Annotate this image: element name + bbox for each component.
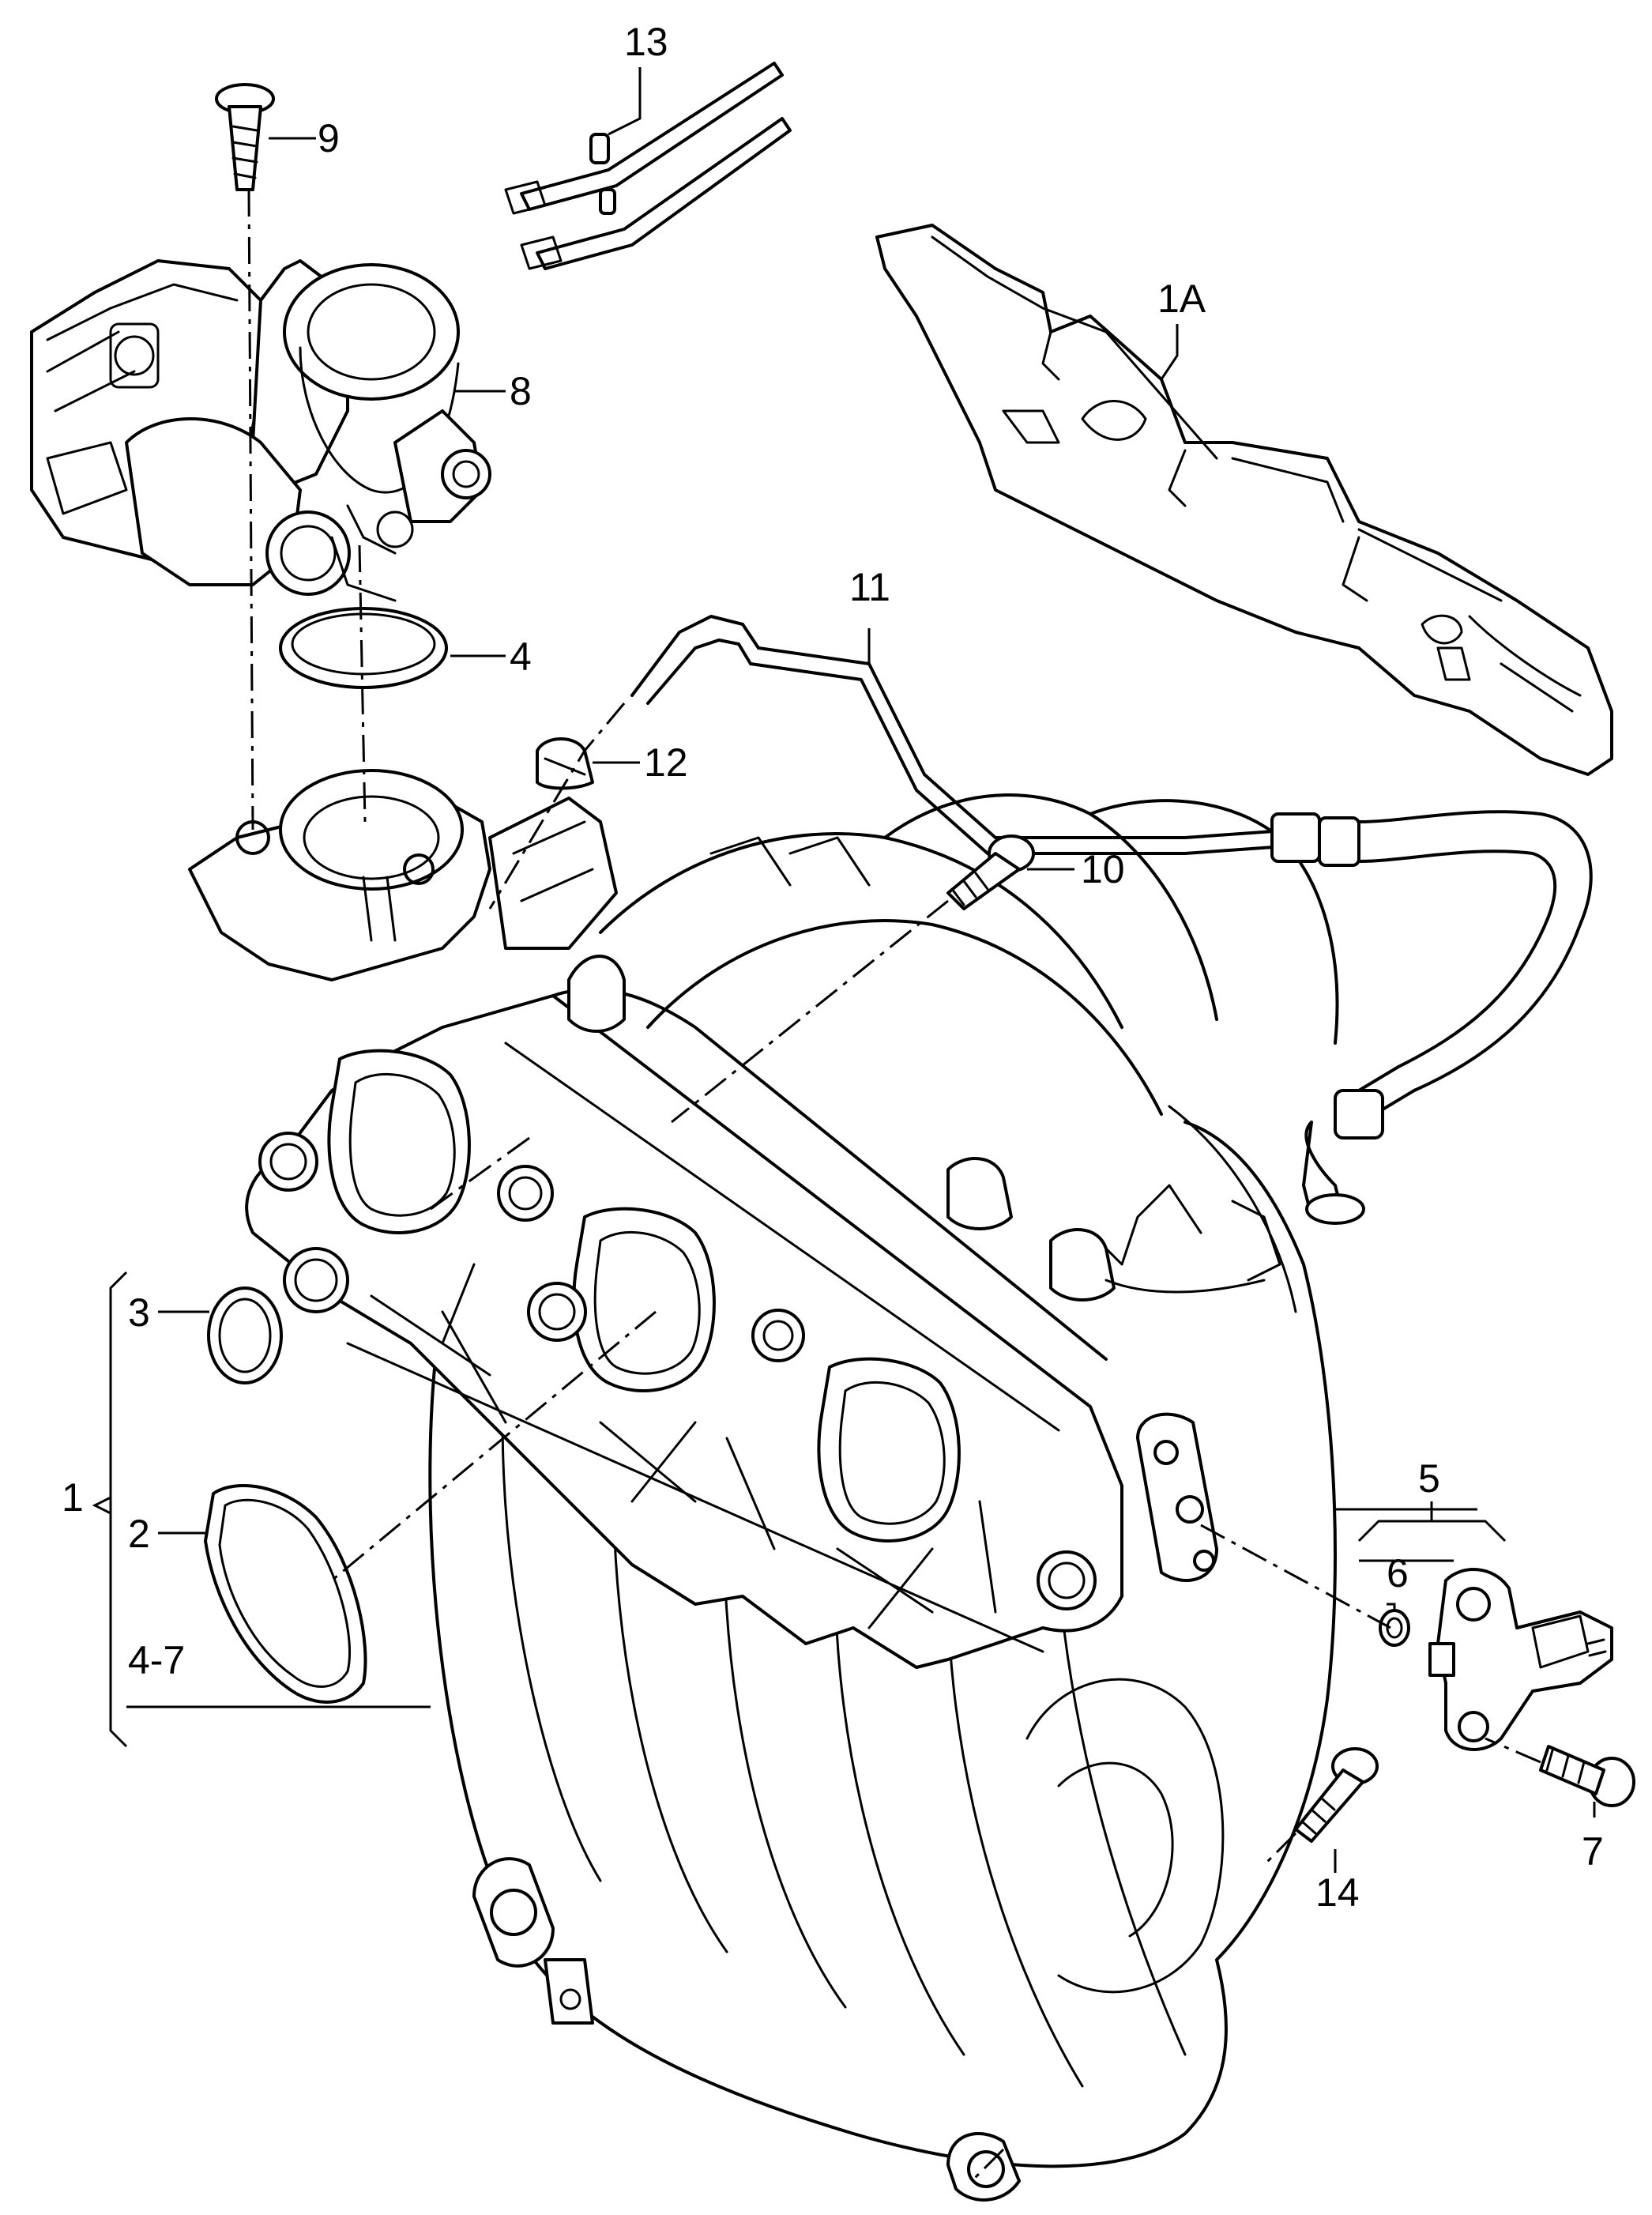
callout-6: 6 bbox=[1387, 1551, 1409, 1595]
callout-labels: 9 13 1A 8 4 12 11 10 3 1 2 4-7 5 6 7 14 bbox=[62, 20, 1604, 1915]
callout-3: 3 bbox=[128, 1290, 150, 1335]
engine-top-cover bbox=[875, 224, 1613, 776]
throttle-body bbox=[30, 259, 491, 602]
leader-lines bbox=[92, 67, 1596, 1873]
callout-4-7: 4-7 bbox=[128, 1638, 185, 1682]
clip-12 bbox=[536, 737, 594, 790]
bolt-10 bbox=[946, 834, 1035, 910]
callout-10: 10 bbox=[1081, 847, 1125, 891]
callout-9: 9 bbox=[318, 116, 340, 160]
callout-1a: 1A bbox=[1157, 277, 1206, 321]
intake-manifold bbox=[188, 769, 1339, 2202]
callout-7: 7 bbox=[1582, 1829, 1604, 1874]
bolt-14 bbox=[1294, 1747, 1379, 1843]
callout-11: 11 bbox=[849, 565, 890, 609]
gasket-2 bbox=[204, 1484, 367, 1704]
callout-1: 1 bbox=[62, 1475, 84, 1520]
callout-5: 5 bbox=[1418, 1456, 1440, 1501]
seal-ring-3 bbox=[207, 1286, 283, 1384]
assembly-centerlines bbox=[247, 189, 1541, 2183]
sensor-5 bbox=[1428, 1568, 1613, 1751]
o-ring-6 bbox=[1379, 1609, 1410, 1647]
breather-hose bbox=[630, 615, 1593, 1225]
callout-8: 8 bbox=[510, 369, 532, 413]
screw-9 bbox=[215, 83, 275, 191]
cable-ties-13 bbox=[504, 62, 792, 270]
callout-2: 2 bbox=[128, 1512, 150, 1556]
callout-14: 14 bbox=[1315, 1870, 1360, 1915]
callout-4: 4 bbox=[510, 635, 532, 679]
o-ring-4 bbox=[279, 607, 448, 689]
callout-13: 13 bbox=[624, 20, 668, 64]
bolt-7 bbox=[1539, 1745, 1635, 1807]
callout-12: 12 bbox=[644, 740, 688, 785]
